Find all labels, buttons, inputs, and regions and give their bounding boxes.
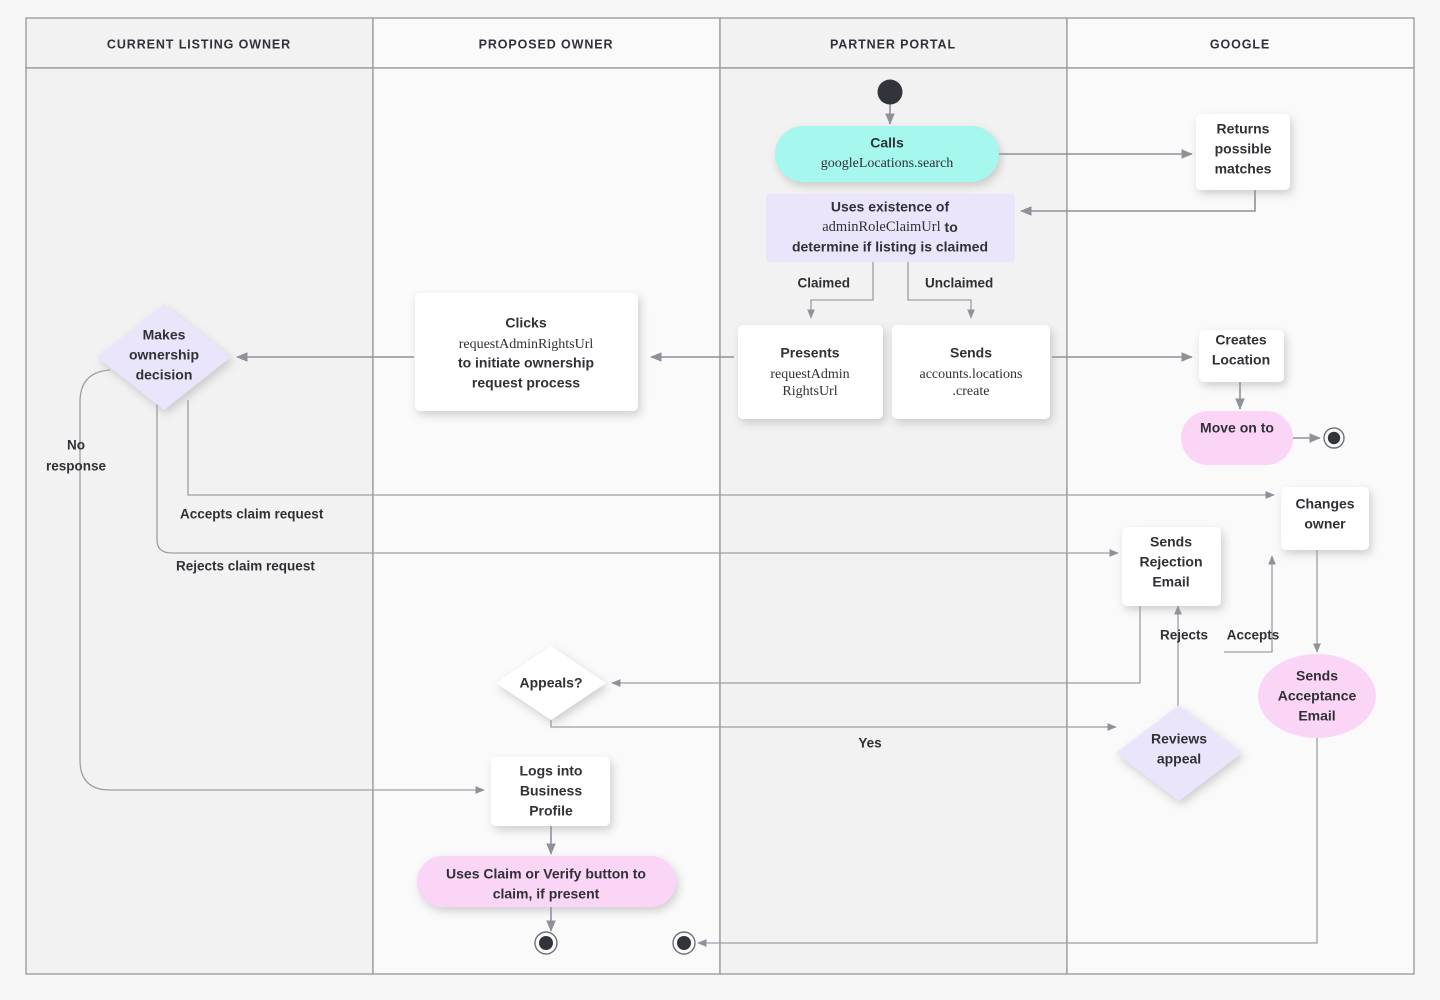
clicks-line1: Clicks bbox=[505, 315, 546, 331]
presents-line2: requestAdmin bbox=[770, 367, 849, 382]
edge-label-yes: Yes bbox=[858, 736, 881, 751]
edge-sends-rejection-to-appeals bbox=[611, 603, 1141, 687]
lane-header-google bbox=[1066, 17, 1415, 69]
returns-line2: possible bbox=[1215, 141, 1272, 157]
end-node-partner-portal bbox=[672, 931, 696, 955]
uses-existence-code: adminRoleClaimUrl bbox=[822, 219, 940, 235]
edge-accepts-claim-to-changes-owner bbox=[187, 400, 1275, 499]
lane-label-google: GOOGLE bbox=[1210, 37, 1270, 51]
edge-label-accepts-claim-request: Accepts claim request bbox=[180, 507, 324, 522]
move-on-to-label: Move on to bbox=[1200, 420, 1274, 436]
sends-rejection-line2: Rejection bbox=[1139, 554, 1202, 570]
lane-label-current-listing-owner: CURRENT LISTING OWNER bbox=[107, 37, 291, 51]
sends-create-line2: accounts.locations bbox=[919, 367, 1022, 382]
edge-no-response-to-logs-into bbox=[79, 369, 485, 794]
uses-existence-line1: Uses existence of bbox=[831, 199, 950, 215]
uses-claim-line1: Uses Claim or Verify button to bbox=[446, 866, 646, 882]
makes-decision-line3: decision bbox=[136, 367, 193, 383]
sends-rejection-line1: Sends bbox=[1150, 534, 1192, 550]
uses-existence-line2: adminRoleClaimUrl to bbox=[822, 219, 958, 236]
uses-existence-line2-tail: to bbox=[941, 219, 958, 235]
lane-label-partner-portal: PARTNER PORTAL bbox=[830, 37, 956, 51]
sends-acceptance-line1: Sends bbox=[1296, 668, 1338, 684]
edge-label-no-response-line1: No bbox=[67, 438, 85, 453]
calls-label-line2: googleLocations.search bbox=[821, 156, 954, 171]
clicks-line4: request process bbox=[472, 375, 580, 391]
reviews-appeal-line2: appeal bbox=[1157, 751, 1201, 767]
lane-header-current-listing-owner bbox=[25, 17, 374, 69]
reviews-appeal[interactable]: Reviews appeal bbox=[1116, 705, 1242, 801]
presents-line1: Presents bbox=[780, 345, 839, 361]
edge-returns-to-uses-existence bbox=[1020, 188, 1256, 216]
calls-google-locations-search[interactable]: Calls googleLocations.search bbox=[775, 126, 999, 182]
clicks-line2: requestAdminRightsUrl bbox=[459, 337, 594, 352]
lane-body-proposed-owner bbox=[372, 67, 721, 975]
creates-location-line2: Location bbox=[1212, 352, 1270, 368]
edge-labels: Claimed Unclaimed No response Accepts cl… bbox=[46, 276, 1279, 751]
edges bbox=[79, 104, 1321, 947]
calls-label-line1: Calls bbox=[870, 135, 904, 151]
appeals-decision[interactable]: Appeals? bbox=[496, 646, 606, 720]
end-node-google-top bbox=[1323, 427, 1345, 449]
appeals-label: Appeals? bbox=[519, 675, 582, 691]
changes-owner[interactable]: Changes owner bbox=[1281, 487, 1369, 550]
sends-accounts-locations-create[interactable]: Sends accounts.locations .create bbox=[892, 325, 1050, 419]
logs-into-line3: Profile bbox=[529, 803, 573, 819]
edge-label-unclaimed: Unclaimed bbox=[925, 276, 993, 291]
edge-rejects-claim-to-sends-rejection bbox=[156, 400, 1119, 557]
sends-create-line3: .create bbox=[953, 384, 990, 399]
lane-body-current-listing-owner bbox=[25, 67, 374, 975]
logs-into-line1: Logs into bbox=[520, 763, 583, 779]
end-node-proposed-owner bbox=[534, 931, 558, 955]
returns-possible-matches[interactable]: Returns possible matches bbox=[1196, 114, 1290, 190]
makes-decision-line2: ownership bbox=[129, 347, 199, 363]
edge-label-no-response-line2: response bbox=[46, 459, 107, 474]
edge-label-accepts: Accepts bbox=[1227, 628, 1280, 643]
presents-line3: RightsUrl bbox=[782, 384, 837, 399]
clicks-requestadminrightsurl[interactable]: Clicks requestAdminRightsUrl to initiate… bbox=[415, 293, 638, 411]
edge-sends-acceptance-to-end bbox=[697, 734, 1318, 947]
makes-decision-line1: Makes bbox=[143, 327, 186, 343]
edge-label-rejects-claim-request: Rejects claim request bbox=[176, 559, 315, 574]
returns-line1: Returns bbox=[1217, 121, 1270, 137]
sends-rejection-line3: Email bbox=[1152, 574, 1189, 590]
sends-create-line1: Sends bbox=[950, 345, 992, 361]
sends-rejection-email[interactable]: Sends Rejection Email bbox=[1122, 527, 1221, 606]
logs-into-line2: Business bbox=[520, 783, 582, 799]
presents-requestadminrightsurl[interactable]: Presents requestAdmin RightsUrl bbox=[738, 325, 883, 419]
sends-acceptance-email[interactable]: Sends Acceptance Email bbox=[1258, 654, 1376, 738]
move-on-to[interactable]: Move on to bbox=[1181, 411, 1293, 465]
uses-claim-or-verify-button[interactable]: Uses Claim or Verify button to claim, if… bbox=[417, 856, 676, 907]
lane-header-partner-portal bbox=[719, 17, 1068, 69]
changes-owner-line1: Changes bbox=[1295, 496, 1354, 512]
uses-existence-of-adminroleclaimurl[interactable]: Uses existence of adminRoleClaimUrl to d… bbox=[766, 194, 1015, 262]
lane-header-proposed-owner bbox=[372, 17, 721, 69]
uses-claim-line2: claim, if present bbox=[493, 886, 600, 902]
sends-acceptance-line3: Email bbox=[1298, 708, 1335, 724]
edge-uses-existence-claimed bbox=[807, 262, 874, 319]
edge-label-rejects: Rejects bbox=[1160, 628, 1208, 643]
reviews-appeal-line1: Reviews bbox=[1151, 731, 1207, 747]
edge-label-claimed: Claimed bbox=[797, 276, 850, 291]
lane-label-proposed-owner: PROPOSED OWNER bbox=[479, 37, 614, 51]
clicks-line3: to initiate ownership bbox=[458, 355, 594, 371]
changes-owner-line2: owner bbox=[1304, 516, 1346, 532]
returns-line3: matches bbox=[1215, 161, 1272, 177]
logs-into-business-profile[interactable]: Logs into Business Profile bbox=[491, 757, 610, 826]
creates-location-line1: Creates bbox=[1215, 332, 1267, 348]
start-node bbox=[877, 79, 903, 105]
sends-acceptance-line2: Acceptance bbox=[1278, 688, 1357, 704]
makes-ownership-decision[interactable]: Makes ownership decision bbox=[97, 304, 231, 410]
edge-reviews-appeal-accepts bbox=[1224, 555, 1276, 653]
edge-uses-existence-unclaimed bbox=[907, 262, 975, 319]
uses-existence-line3: determine if listing is claimed bbox=[792, 239, 988, 255]
creates-location[interactable]: Creates Location bbox=[1199, 330, 1284, 382]
